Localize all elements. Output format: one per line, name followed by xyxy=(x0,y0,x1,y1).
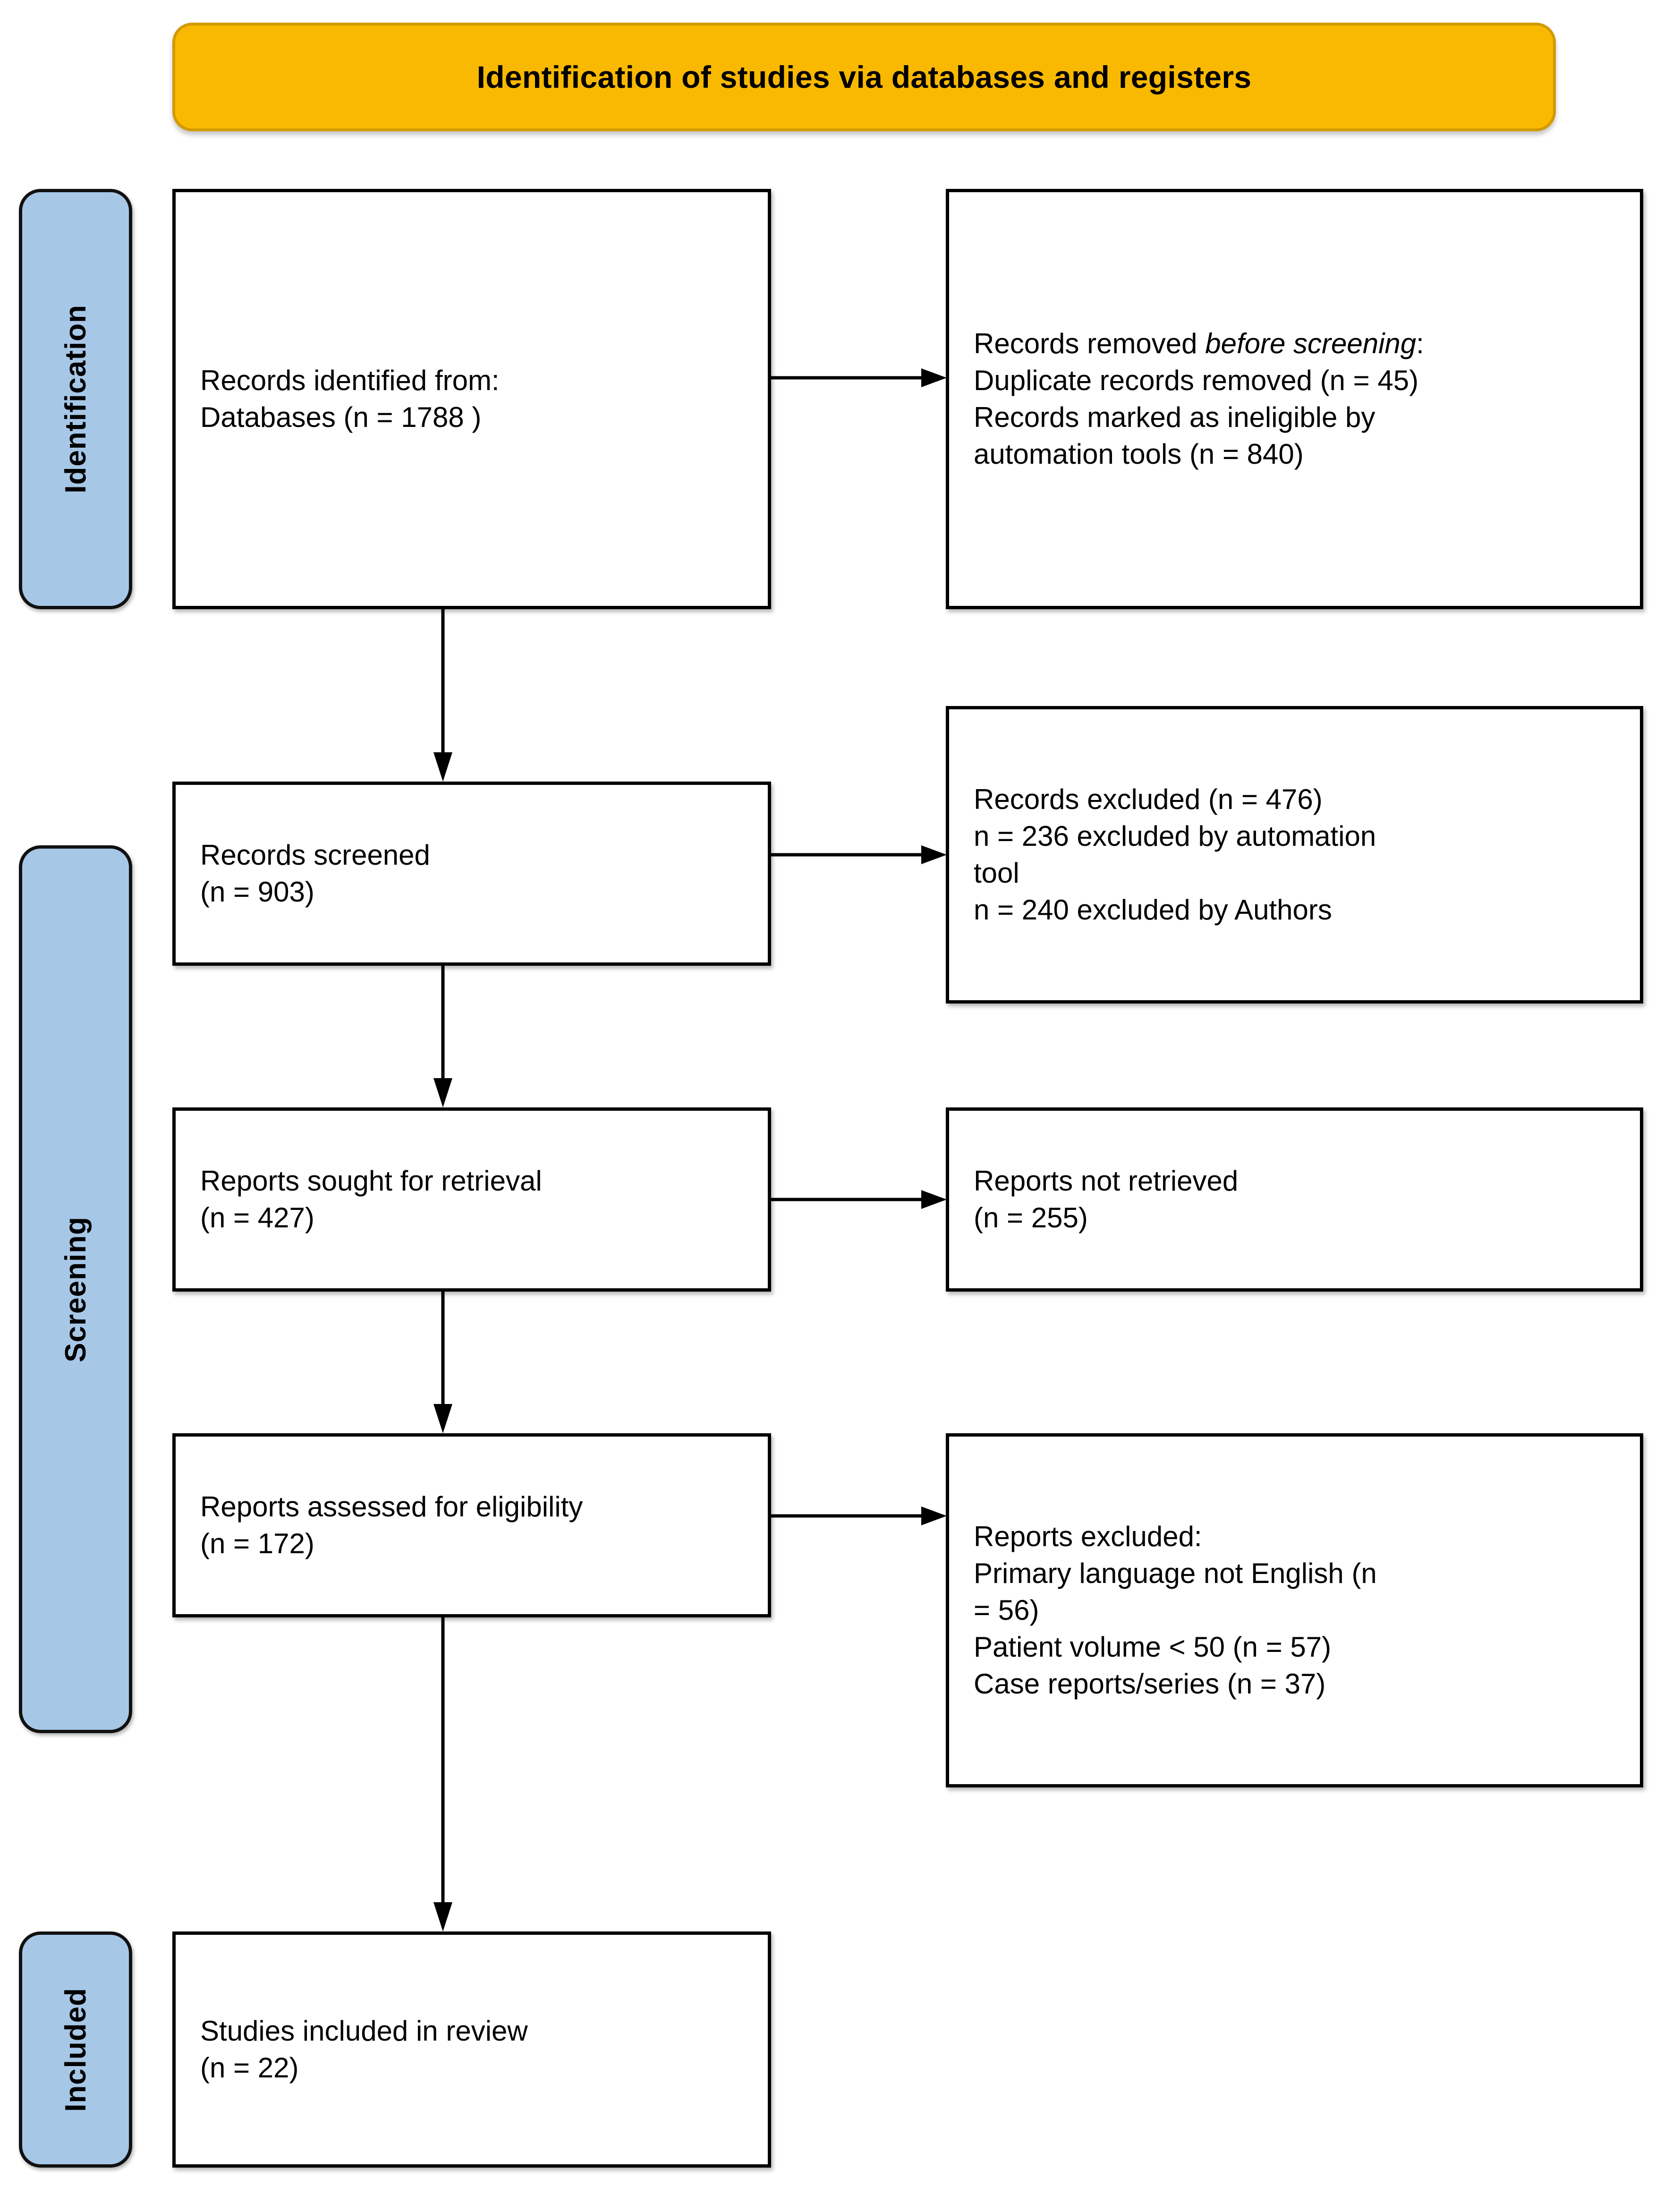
arrow-identified-to-removed xyxy=(771,368,947,387)
studies-included-text: Studies included in review (n = 22) xyxy=(176,2013,768,2086)
stage-identification-text: Identification xyxy=(59,305,92,493)
reports-sought-line2: (n = 427) xyxy=(200,1202,314,1234)
arrow-screened-to-sought xyxy=(433,966,452,1107)
records-screened-line2: (n = 903) xyxy=(200,876,314,908)
arrow-assessed-to-reports-excluded xyxy=(771,1506,947,1525)
records-excluded-line2: n = 236 excluded by automation xyxy=(974,820,1376,852)
reports-excluded-line3: = 56) xyxy=(974,1594,1039,1626)
records-excluded-line1: Records excluded (n = 476) xyxy=(974,783,1323,815)
records-removed-line2: Duplicate records removed (n = 45) xyxy=(974,365,1419,396)
reports-excluded-line2: Primary language not English (n xyxy=(974,1557,1377,1589)
box-records-excluded: Records excluded (n = 476) n = 236 exclud… xyxy=(946,706,1643,1004)
records-screened-line1: Records screened xyxy=(200,839,430,871)
records-identified-text: Records identified from: Databases (n = 1… xyxy=(176,362,768,436)
box-records-removed-before-screening: Records removed before screening: Duplica… xyxy=(946,189,1643,609)
arrow-identified-to-screened xyxy=(433,609,452,782)
arrow-sought-to-assessed xyxy=(433,1292,452,1433)
reports-assessed-line1: Reports assessed for eligibility xyxy=(200,1491,583,1523)
box-records-identified: Records identified from: Databases (n = 1… xyxy=(172,189,771,609)
records-identified-line1: Records identified from: xyxy=(200,365,500,396)
banner-title: Identification of studies via databases … xyxy=(476,60,1252,94)
reports-not-retrieved-line2: (n = 255) xyxy=(974,1202,1088,1234)
records-excluded-line3: tool xyxy=(974,857,1019,889)
stage-label-identification: Identification xyxy=(19,189,132,609)
stage-included-text: Included xyxy=(59,1987,92,2112)
records-removed-lead: Records removed xyxy=(974,328,1206,359)
records-removed-line3: Records marked as ineligible by xyxy=(974,401,1375,433)
studies-included-line1: Studies included in review xyxy=(200,2015,528,2047)
stage-label-screening: Screening xyxy=(19,845,132,1733)
records-excluded-line4: n = 240 excluded by Authors xyxy=(974,894,1332,926)
reports-assessed-line2: (n = 172) xyxy=(200,1528,314,1559)
box-reports-not-retrieved: Reports not retrieved (n = 255) xyxy=(946,1107,1643,1292)
arrow-sought-to-not-retrieved xyxy=(771,1190,947,1209)
box-records-screened: Records screened (n = 903) xyxy=(172,782,771,966)
stage-screening-text: Screening xyxy=(59,1216,92,1362)
reports-excluded-line4: Patient volume < 50 (n = 57) xyxy=(974,1631,1332,1663)
reports-assessed-text: Reports assessed for eligibility (n = 172… xyxy=(176,1489,768,1562)
box-studies-included-in-review: Studies included in review (n = 22) xyxy=(172,1931,771,2168)
reports-excluded-line1: Reports excluded: xyxy=(974,1521,1202,1552)
records-removed-colon: : xyxy=(1416,328,1424,359)
studies-included-line2: (n = 22) xyxy=(200,2052,299,2084)
identification-banner: Identification of studies via databases … xyxy=(172,23,1556,131)
box-reports-sought-for-retrieval: Reports sought for retrieval (n = 427) xyxy=(172,1107,771,1292)
box-reports-excluded: Reports excluded: Primary language not En… xyxy=(946,1433,1643,1787)
reports-excluded-line5: Case reports/series (n = 37) xyxy=(974,1668,1326,1700)
reports-sought-line1: Reports sought for retrieval xyxy=(200,1165,542,1197)
records-removed-line4: automation tools (n = 840) xyxy=(974,438,1304,470)
stage-label-included: Included xyxy=(19,1931,132,2168)
arrow-assessed-to-included xyxy=(433,1617,452,1931)
reports-sought-text: Reports sought for retrieval (n = 427) xyxy=(176,1163,768,1236)
reports-not-retrieved-text: Reports not retrieved (n = 255) xyxy=(949,1163,1640,1236)
reports-excluded-text: Reports excluded: Primary language not En… xyxy=(949,1518,1640,1702)
box-reports-assessed-for-eligibility: Reports assessed for eligibility (n = 172… xyxy=(172,1433,771,1617)
records-removed-italic: before screening xyxy=(1205,328,1417,359)
arrow-screened-to-records-excluded xyxy=(771,845,947,864)
records-removed-text: Records removed before screening: Duplica… xyxy=(949,325,1640,473)
records-screened-text: Records screened (n = 903) xyxy=(176,837,768,910)
records-excluded-text: Records excluded (n = 476) n = 236 exclud… xyxy=(949,781,1640,928)
reports-not-retrieved-line1: Reports not retrieved xyxy=(974,1165,1239,1197)
records-identified-line2: Databases (n = 1788 ) xyxy=(200,401,482,433)
